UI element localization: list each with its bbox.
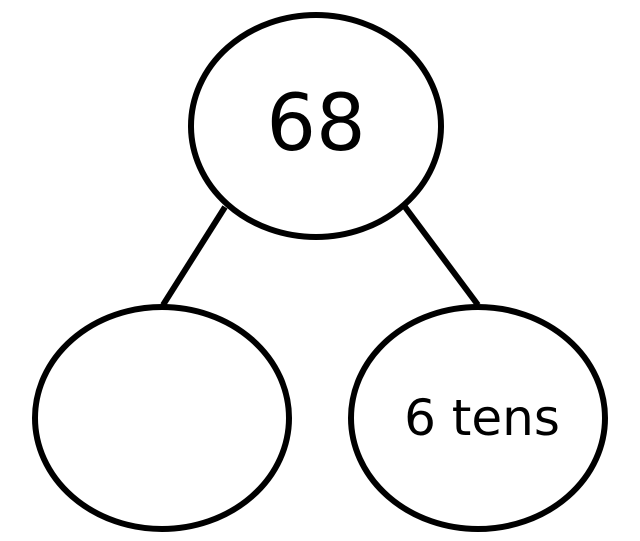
right-part-node: 6 tens: [348, 304, 608, 532]
left-part-node[interactable]: [32, 304, 292, 532]
left-connector-line: [160, 205, 228, 307]
whole-node: 68: [188, 12, 444, 240]
left-part-circle[interactable]: [32, 304, 292, 532]
right-part-circle: [348, 304, 608, 532]
right-connector-line: [402, 205, 481, 307]
whole-value: 68: [266, 79, 365, 169]
right-part-value: 6 tens: [404, 389, 560, 447]
whole-circle: [188, 12, 444, 240]
